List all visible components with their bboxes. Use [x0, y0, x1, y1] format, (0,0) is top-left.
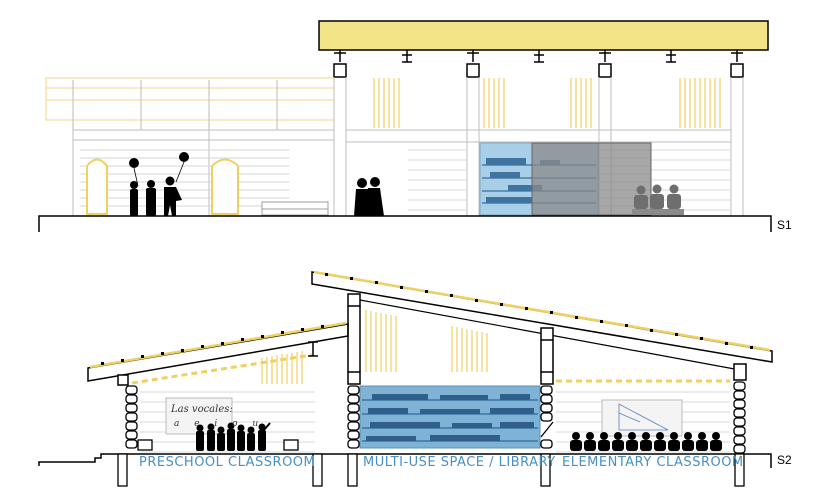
s1-sliding-panel	[531, 142, 652, 216]
s2-high-roof-yellow	[313, 270, 771, 352]
s2-elementary-class	[570, 432, 722, 451]
section-1	[38, 20, 772, 232]
s2-elementary-diagram	[618, 403, 669, 431]
elementary-classroom-label: ELEMENTARY CLASSROOM	[562, 455, 744, 470]
s2-high-roof-purlins	[325, 273, 753, 349]
s1-left-wing-structure	[72, 80, 334, 216]
s2-library-door	[540, 421, 554, 438]
section-2-tag: S2	[777, 453, 792, 467]
s2-left-roof	[87, 323, 349, 382]
s2-ground-line	[38, 453, 772, 468]
s1-adult-and-child	[354, 177, 384, 216]
s1-arched-openings	[86, 158, 239, 215]
s1-column-caps	[333, 63, 744, 78]
s2-left-roof-yellow	[89, 321, 347, 369]
preschool-classroom-label: PRESCHOOL CLASSROOM	[139, 455, 316, 470]
s2-stacked-walls	[125, 381, 746, 454]
s2-elementary-chalkboard	[601, 399, 683, 437]
s1-high-volume-siding	[408, 149, 730, 211]
s1-children-with-balloons	[129, 152, 189, 216]
chalkboard-title: Las vocales:	[171, 404, 233, 415]
s2-column-shafts	[308, 306, 554, 372]
section-2	[38, 270, 773, 487]
library-label: MULTI-USE SPACE / LIBRARY	[363, 455, 556, 470]
s2-columns	[117, 293, 747, 386]
s1-high-volume-frame	[333, 77, 744, 216]
s1-left-siding	[80, 149, 290, 207]
section-1-tag: S1	[777, 218, 792, 232]
s1-ground-line	[38, 215, 772, 232]
s1-seated-children	[632, 184, 684, 215]
s1-high-roof	[318, 20, 769, 51]
s2-preschool-cubbies	[137, 439, 299, 451]
s1-roof-hangers	[334, 50, 743, 63]
s2-clerestory-slats	[261, 310, 488, 384]
s2-foundation-piers	[117, 453, 745, 487]
s2-left-roof-purlins	[101, 325, 324, 365]
s2-preschool-children	[196, 422, 271, 451]
s1-platform	[261, 201, 329, 216]
s1-left-roof-outline	[45, 77, 335, 121]
s1-clerestory-slats	[373, 78, 721, 128]
s2-library-books	[366, 394, 534, 441]
chalkboard-letters: a e i o u	[174, 419, 265, 429]
s2-preschool-light	[131, 353, 313, 385]
